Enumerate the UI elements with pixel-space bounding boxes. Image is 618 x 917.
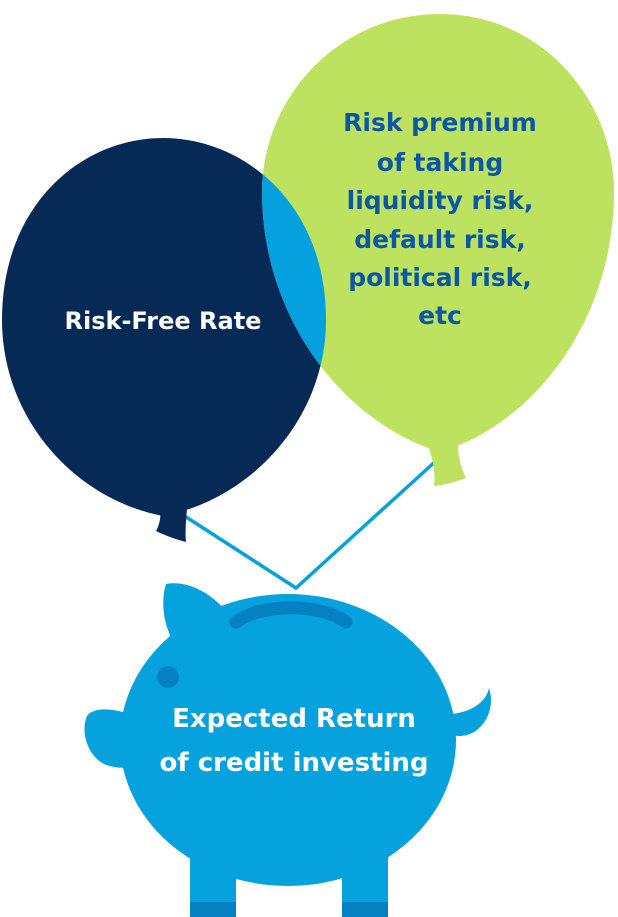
- risk-premium-line-4: default risk,: [354, 225, 526, 254]
- risk-premium-line-6: etc: [418, 301, 462, 330]
- risk-free-balloon-knot: [156, 509, 187, 542]
- string-left: [181, 513, 298, 590]
- risk-premium-text: Risk premium of taking liquidity risk, d…: [343, 108, 537, 330]
- risk-premium-balloon: [262, 14, 614, 486]
- risk-premium-line-3: liquidity risk,: [347, 186, 534, 215]
- risk-free-balloon-body: [2, 138, 326, 516]
- risk-premium-line-2: of taking: [377, 148, 503, 177]
- risk-premium-line-1: Risk premium: [343, 108, 537, 137]
- piggy-bank: [84, 583, 492, 917]
- expected-return-line-1: Expected Return: [172, 704, 416, 734]
- risk-free-rate-label: Risk-Free Rate: [65, 307, 262, 335]
- pig-tail: [450, 688, 492, 737]
- pig-snout: [84, 709, 144, 768]
- expected-return-line-2: of credit investing: [159, 748, 428, 778]
- pig-coin-slot: [229, 601, 353, 629]
- risk-premium-balloon-knot: [428, 445, 466, 486]
- pig-hoof-left: [190, 902, 236, 917]
- expected-return-text: Expected Return of credit investing: [159, 704, 428, 778]
- risk-free-balloon: [2, 138, 326, 542]
- string-right: [294, 458, 439, 590]
- pig-hoof-right: [342, 902, 388, 917]
- pig-eye: [157, 666, 179, 688]
- risk-premium-line-5: political risk,: [348, 263, 532, 292]
- risk-premium-balloon-body: [262, 14, 614, 452]
- pig-body: [120, 594, 456, 886]
